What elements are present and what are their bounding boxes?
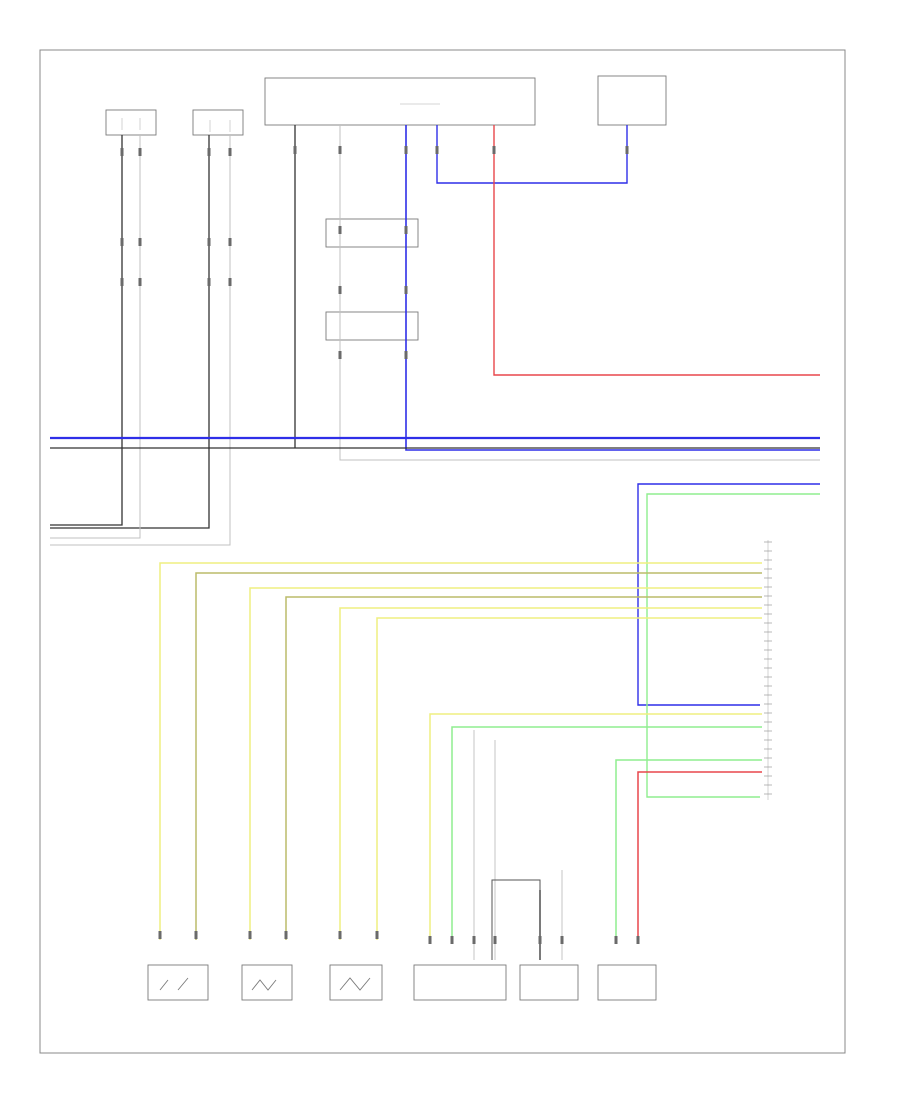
connector-pin-mark bbox=[435, 146, 439, 154]
connector-pin-mark bbox=[538, 936, 542, 944]
wire-green-2 bbox=[615, 759, 762, 940]
connector-pin-mark bbox=[625, 146, 629, 154]
connector-pin-mark bbox=[338, 351, 342, 359]
sensor-top-left-2 bbox=[192, 109, 244, 136]
sensor-bottom-6 bbox=[597, 964, 657, 1001]
connector-pin-mark bbox=[228, 148, 232, 156]
connector-pin-mark bbox=[338, 931, 342, 939]
connector-pin-mark bbox=[338, 146, 342, 154]
connector-pin-mark bbox=[138, 278, 142, 286]
connector-pin-mark bbox=[404, 351, 408, 359]
wire-green-1 bbox=[451, 726, 762, 940]
wire-yellow-4 bbox=[376, 617, 762, 940]
sensor-top-left-1 bbox=[105, 109, 157, 136]
connector-pin-mark bbox=[194, 931, 198, 939]
connector-pin-mark bbox=[636, 936, 640, 944]
connector-pin-mark bbox=[120, 278, 124, 286]
connector-pin-mark bbox=[293, 146, 297, 154]
sensor-bottom-4 bbox=[413, 964, 507, 1001]
connector-pin-mark bbox=[493, 936, 497, 944]
switch-bottom-1 bbox=[147, 964, 209, 1001]
connector-pin-mark bbox=[248, 931, 252, 939]
wire-gray-2 bbox=[50, 135, 231, 546]
sensor-bottom-5 bbox=[519, 964, 579, 1001]
connector-pin-mark bbox=[158, 931, 162, 939]
connector-pin-mark bbox=[614, 936, 618, 944]
splice-box-lower bbox=[325, 311, 419, 341]
connector-pin-mark bbox=[120, 238, 124, 246]
wire-yellow-5 bbox=[429, 713, 762, 940]
wire-blue-right-loop bbox=[637, 483, 820, 706]
wire-blue-vertical bbox=[405, 125, 820, 451]
connector-pin-mark bbox=[338, 286, 342, 294]
switch-bottom-2 bbox=[241, 964, 293, 1001]
wire-red-top bbox=[493, 125, 820, 376]
connector-pin-mark bbox=[284, 931, 288, 939]
connector-pin-mark bbox=[404, 286, 408, 294]
connector-pin-mark bbox=[138, 238, 142, 246]
wire-yellow-black-1 bbox=[195, 572, 762, 940]
wire-gray-1 bbox=[50, 135, 141, 539]
connector-pin-mark bbox=[207, 238, 211, 246]
splice-box-upper bbox=[325, 218, 419, 248]
connector-pin-mark bbox=[472, 936, 476, 944]
connector-pin-mark bbox=[375, 931, 379, 939]
connector-pin-mark bbox=[120, 148, 124, 156]
wire-red-bottom bbox=[637, 771, 762, 940]
connector-pins bbox=[120, 146, 772, 944]
wire-yellow-black-2 bbox=[285, 596, 762, 940]
connector-pin-mark bbox=[228, 278, 232, 286]
switch-bottom-3 bbox=[329, 964, 383, 1001]
connector-pin-mark bbox=[428, 936, 432, 944]
connector-pin-mark bbox=[560, 936, 564, 944]
wire-yellow-3 bbox=[339, 607, 762, 940]
wire-black-2 bbox=[50, 135, 210, 529]
wire-blue-top-link bbox=[436, 125, 628, 184]
connector-pin-mark bbox=[450, 936, 454, 944]
connector-pin-mark bbox=[138, 148, 142, 156]
wire-shield-loop bbox=[491, 879, 541, 960]
connector-pin-mark bbox=[338, 226, 342, 234]
control-unit-top bbox=[264, 77, 536, 126]
connector-pin-mark bbox=[404, 226, 408, 234]
diagram-frame bbox=[39, 49, 846, 1054]
module-top-right bbox=[597, 75, 667, 126]
connector-pin-mark bbox=[207, 278, 211, 286]
connector-pin-mark bbox=[207, 148, 211, 156]
connector-pin-mark bbox=[228, 238, 232, 246]
connector-pin-mark bbox=[492, 146, 496, 154]
connector-pin-mark bbox=[404, 146, 408, 154]
wire-green-right-loop bbox=[646, 493, 820, 798]
wire-yellow-2 bbox=[249, 587, 762, 940]
wire-gray-3 bbox=[339, 125, 405, 461]
wire-yellow-1 bbox=[159, 562, 762, 940]
wire-black-1 bbox=[50, 135, 123, 526]
